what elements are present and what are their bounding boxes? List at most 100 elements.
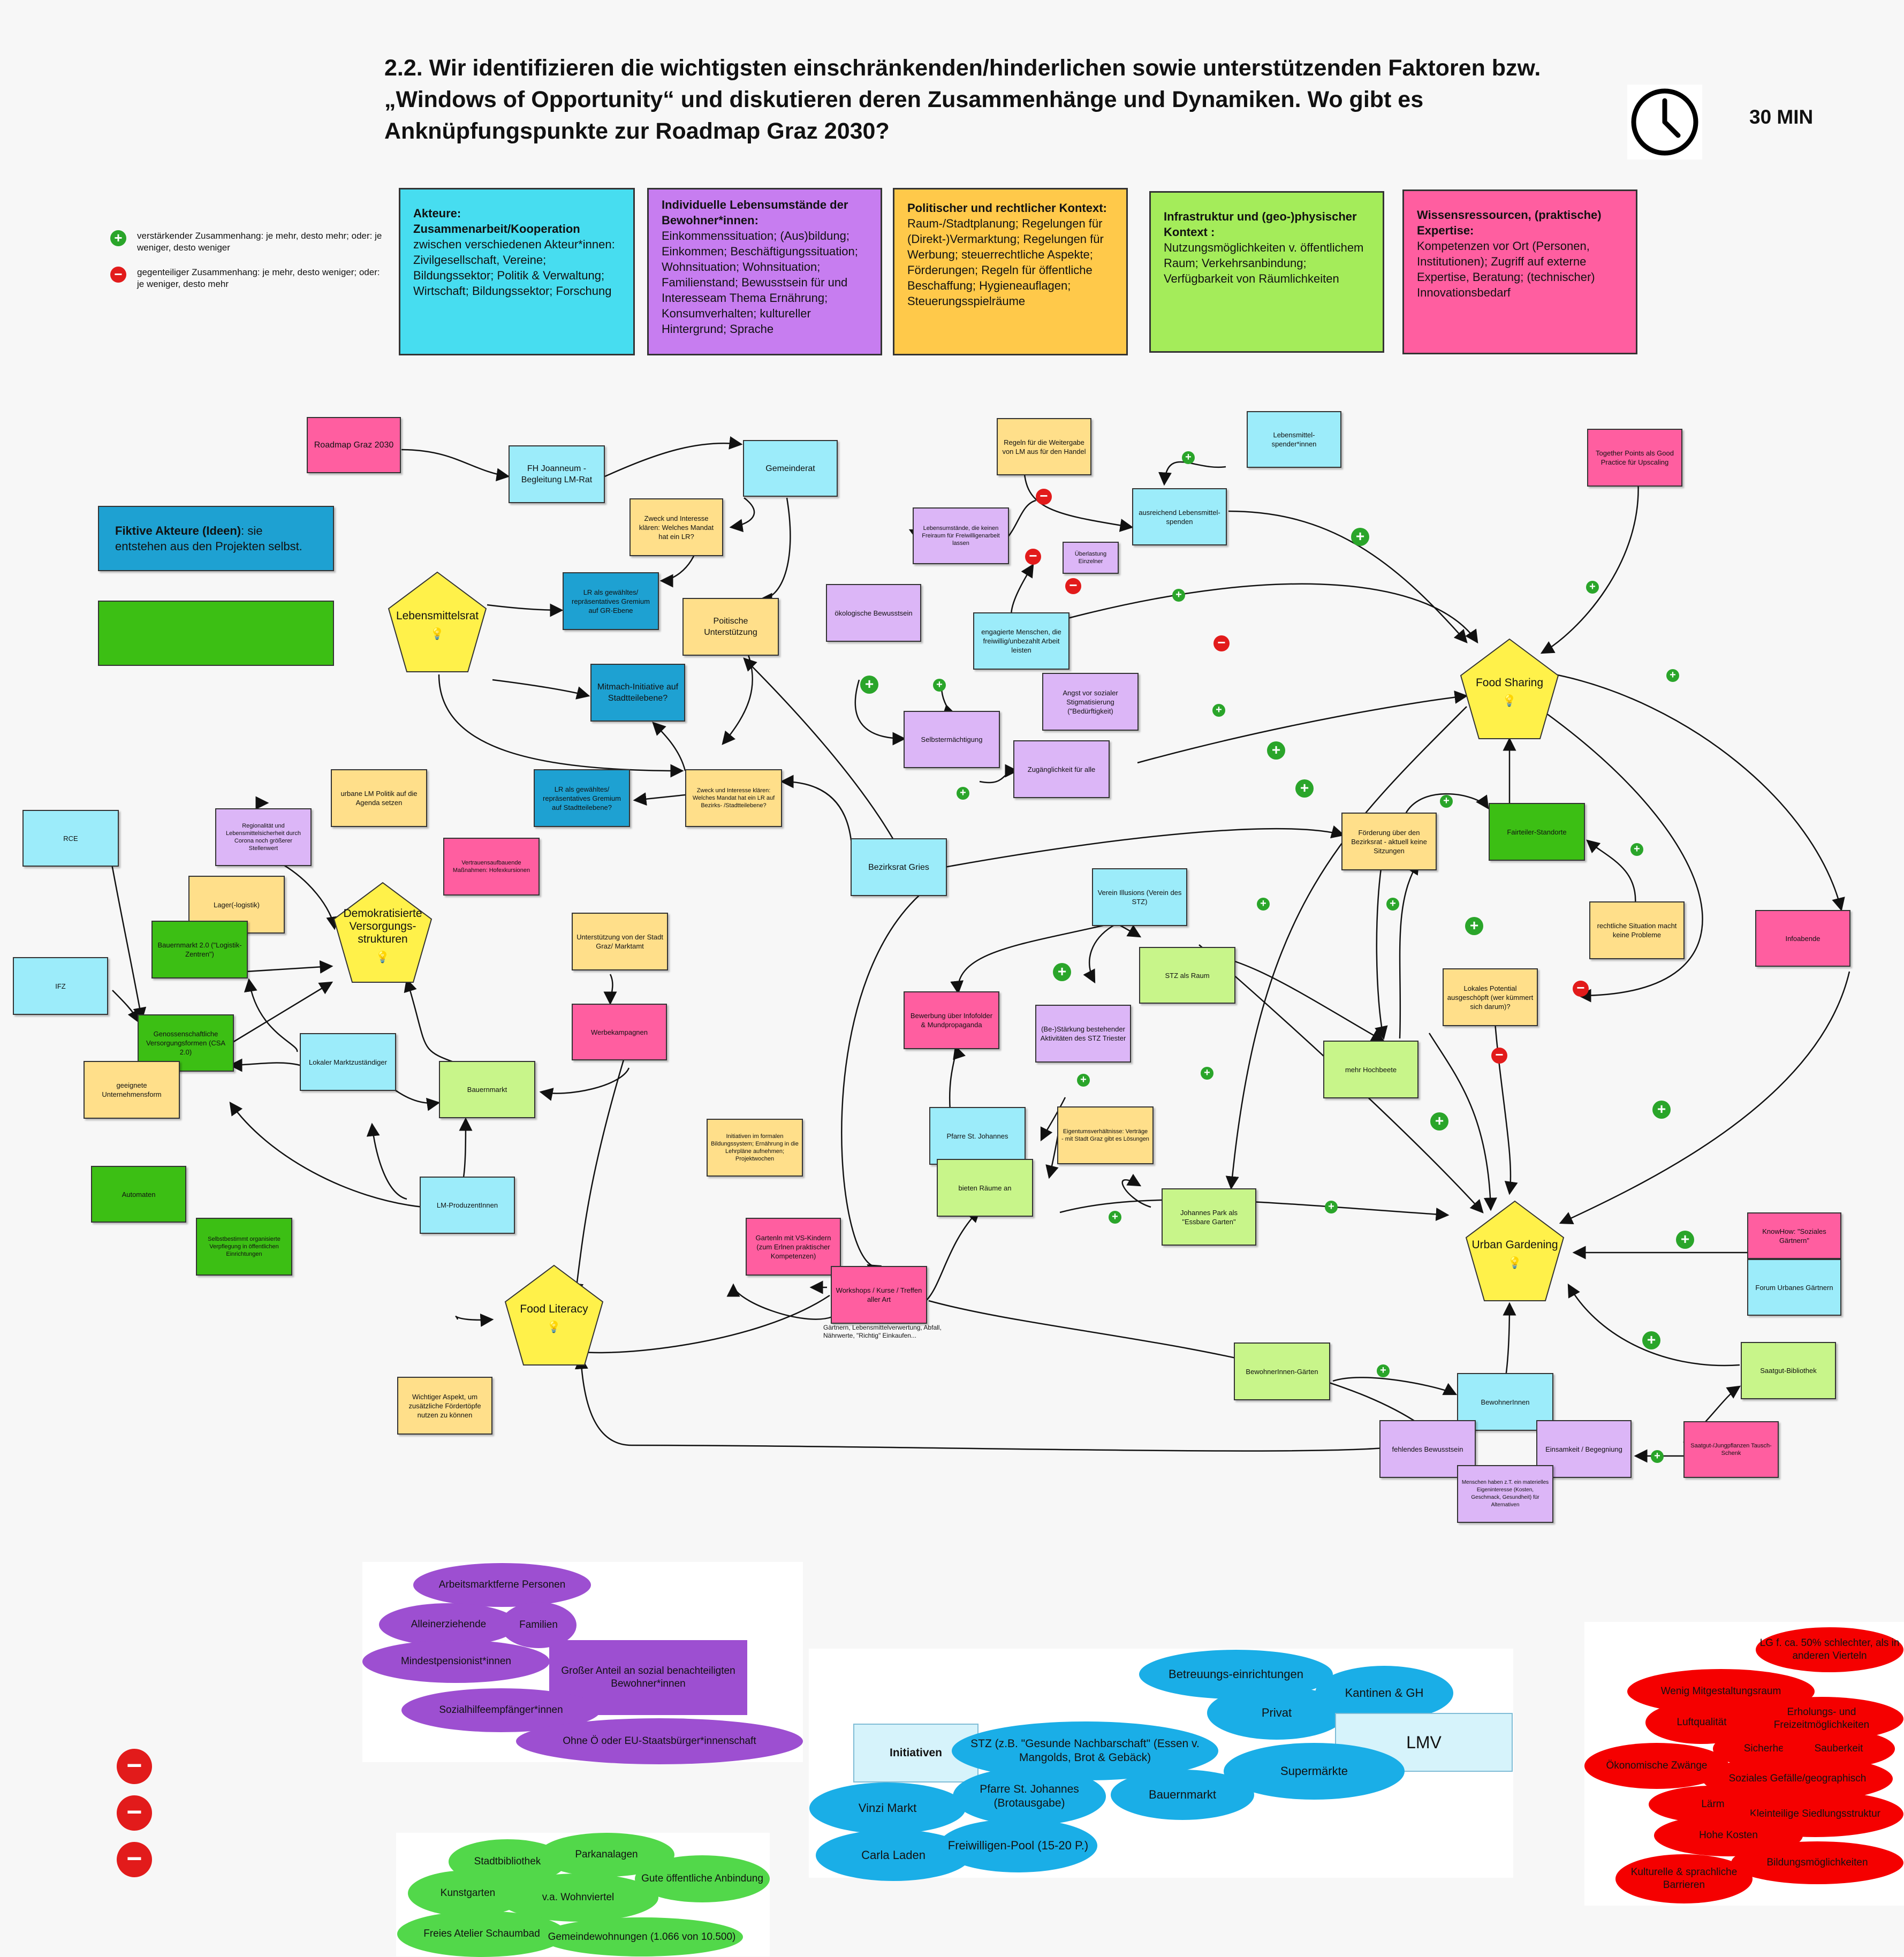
category-title: Wissensressourcen, (praktische) Expertis…	[1417, 208, 1602, 237]
node-workshops[interactable]: Workshops / Kurse / Treffen aller Art	[831, 1266, 927, 1324]
node-eigentumsverhaeltnisse[interactable]: Eigentumsverhältnisse: Verträge - mit St…	[1057, 1106, 1154, 1164]
legend-positive-text: verstärkender Zusammenhang: je mehr, des…	[137, 231, 382, 253]
plus-icon: +	[1430, 1112, 1448, 1131]
node-verein-illusions[interactable]: Verein Illusions (Verein des STZ)	[1092, 868, 1187, 926]
category-text: zwischen verschiedenen Akteur*innen: Ziv…	[413, 238, 615, 298]
node-angst-stigmatisierung[interactable]: Angst vor sozialer Stigmatisierung ("Bed…	[1042, 673, 1139, 731]
node-selbstbestimmt-verpflegung[interactable]: Selbstbestimmt organisierte Verpflegung …	[196, 1218, 292, 1276]
connector	[780, 775, 852, 841]
connector	[854, 679, 906, 746]
plus-icon: +	[1267, 741, 1285, 760]
node-johannes-park[interactable]: Johannes Park als "Essbare Garten"	[1162, 1188, 1256, 1246]
plus-icon: +	[933, 679, 946, 692]
node-knowhow[interactable]: KnowHow: "Soziales Gärtnern"	[1747, 1212, 1841, 1259]
node-mitmach-initiative[interactable]: Mitmach-Initiative auf Stadtteilebene?	[590, 664, 685, 722]
node-pfarre-st-johannes[interactable]: Pfarre St. Johannes	[929, 1107, 1026, 1165]
clock-icon	[1627, 85, 1702, 160]
node-lokales-potential[interactable]: Lokales Potential ausgeschöpft (wer kümm…	[1443, 968, 1538, 1026]
connector	[112, 990, 140, 1024]
node-forum-urbanes-gaertnern[interactable]: Forum Urbanes Gärtnern	[1747, 1259, 1841, 1316]
connector	[722, 650, 753, 745]
ellipse-ohne-staatsbuergerschaft: Ohne Ö oder EU-Staatsbürger*innenschaft	[516, 1718, 803, 1764]
node-zweck-mandat[interactable]: Zweck und Interesse klären: Welches Mand…	[629, 498, 723, 556]
node-zugaenglichkeit[interactable]: Zugänglichkeit für alle	[1013, 740, 1110, 798]
node-saatgut-bibliothek[interactable]: Saatgut-Bibliothek	[1741, 1342, 1836, 1399]
ellipse-lg-schlechter: LG f. ca. 50% schlechter, als in anderen…	[1756, 1627, 1903, 1672]
node-roadmap[interactable]: Roadmap Graz 2030	[307, 417, 401, 473]
node-ueberlastung[interactable]: Überlastung Einzelner	[1063, 542, 1119, 574]
minus-icon: −	[117, 1842, 152, 1877]
node-automaten[interactable]: Automaten	[91, 1166, 186, 1223]
minus-icon: −	[1036, 489, 1052, 505]
connector	[404, 978, 456, 1064]
connector	[1586, 839, 1636, 905]
hub-urban-gardening[interactable]: Urban Gardening 💡	[1464, 1199, 1566, 1303]
node-infoabende[interactable]: Infoabende	[1755, 910, 1850, 967]
node-genossenschaftlich[interactable]: Genossenschaftliche Versorgungsformen (C…	[138, 1014, 234, 1072]
minus-icon: −	[110, 267, 126, 283]
hub-demokratisierte[interactable]: Demokratisierte Versorgungs-strukturen💡	[332, 881, 434, 985]
node-saatgut-tausch[interactable]: Saatgut-/Jungpflanzen Tausch-Schenk	[1683, 1421, 1779, 1478]
ellipse-pfarre-brotausgabe: Pfarre St. Johannes (Brotausgabe)	[953, 1768, 1106, 1825]
connector	[944, 825, 1345, 868]
node-menschen-eigeninteresse[interactable]: Menschen haben z.T. ein materielles Eige…	[1457, 1465, 1553, 1523]
node-werbekampagnen[interactable]: Werbekampagnen	[572, 1004, 667, 1060]
hub-food-sharing[interactable]: Food Sharing💡	[1459, 637, 1560, 741]
node-rechtliche-situation[interactable]: rechtliche Situation macht keine Problem…	[1589, 901, 1685, 959]
node-lokaler-marktzustaendiger[interactable]: Lokaler Marktzuständiger	[300, 1033, 396, 1091]
plus-icon: +	[1465, 917, 1483, 935]
node-fh-joanneum[interactable]: FH Joanneum - Begleitung LM-Rat	[509, 445, 605, 503]
node-fairteiler-standorte[interactable]: Fairteiler-Standorte	[1489, 803, 1585, 861]
node-selbstermaechtigung[interactable]: Selbstermächtigung	[904, 711, 1000, 768]
connector	[928, 1300, 1441, 1441]
plus-icon: +	[1295, 779, 1314, 798]
node-lr-gremium-stadtteil[interactable]: LR als gewähltes/ repräsentatives Gremiu…	[534, 769, 630, 827]
ellipse-gemeindewohnungen: Gemeindewohnungen (1.066 von 10.500)	[541, 1917, 743, 1956]
node-rce[interactable]: RCE	[22, 810, 119, 867]
node-wichtiger-aspekt[interactable]: Wichtiger Aspekt, um zusätzliche Fördert…	[397, 1377, 492, 1435]
node-garteln-vs-kinder[interactable]: Gartenln mit VS-Kindern (zum Erlnen prak…	[746, 1218, 841, 1276]
hub-lebensmittelsrat[interactable]: Lebensmittelsrat💡	[386, 570, 488, 674]
node-lr-gremium-gr[interactable]: LR als gewähltes/ repräsentatives Gremiu…	[563, 572, 659, 630]
node-foerderung-bezirksrat[interactable]: Förderung über den Bezirksrat - aktuell …	[1341, 813, 1437, 870]
node-stz-raum[interactable]: STZ als Raum	[1139, 947, 1235, 1004]
node-lm-spender[interactable]: Lebensmittel-spender*innen	[1247, 411, 1341, 468]
node-politische-unterstuetzung[interactable]: Poitische Unterstützung	[682, 598, 779, 656]
node-vertrauensaufbau[interactable]: Vertrauensaufbauende Maßnahmen: Hofexkur…	[443, 838, 540, 896]
node-ausreichend-spenden[interactable]: ausreichend Lebensmittel-spenden	[1132, 488, 1227, 545]
node-urbane-lm-politik[interactable]: urbane LM Politik auf die Agenda setzen	[331, 769, 427, 827]
hub-label: Urban Gardening	[1471, 1238, 1558, 1251]
connector	[1375, 851, 1388, 1040]
node-zweck-stadtteil[interactable]: Zweck und Interesse klären: Welches Mand…	[685, 769, 782, 827]
connector	[230, 981, 333, 1045]
node-initiativen-formal[interactable]: Initiativen im formalen Bildungssystem; …	[707, 1119, 803, 1177]
node-oekologisches-bewusstsein[interactable]: ökologische Bewusstsein	[826, 584, 921, 642]
node-bewerbung-infofolder[interactable]: Bewerbung über Infofolder & Mundpropagan…	[904, 991, 999, 1049]
node-staerkung-stz[interactable]: (Be-)Stärkung bestehender Aktivitäten de…	[1035, 1005, 1131, 1063]
plus-icon: +	[1182, 451, 1195, 464]
connector	[1023, 460, 1134, 532]
lightbulb-icon: 💡	[1507, 1256, 1522, 1269]
connector	[1158, 461, 1226, 486]
connector	[487, 603, 564, 617]
node-ifz[interactable]: IFZ	[13, 957, 108, 1015]
node-engagierte-menschen[interactable]: engagierte Menschen, die freiwillig/unbe…	[973, 612, 1069, 670]
node-bauernmarkt-2[interactable]: Bauernmarkt 2.0 ("Logistik-Zentren")	[151, 921, 248, 978]
node-mehr-hochbeete[interactable]: mehr Hochbeete	[1323, 1041, 1418, 1098]
node-gemeinderat[interactable]: Gemeinderat	[743, 440, 838, 497]
connector	[1554, 673, 1845, 912]
node-bauernmarkt[interactable]: Bauernmarkt	[439, 1061, 535, 1118]
node-unterstuetzung-stadt[interactable]: Unterstützung von der Stadt Graz/ Markta…	[572, 913, 668, 970]
node-bieten-raeume[interactable]: bieten Räume an	[937, 1159, 1033, 1217]
connector	[758, 497, 791, 606]
node-together-points[interactable]: Together Points als Good Practice für Up…	[1587, 429, 1682, 487]
node-regeln-weitergabe[interactable]: Regeln für die Weitergabe von LM aus für…	[997, 418, 1091, 475]
node-lebensumstaende-freiraum[interactable]: Lebensumstände, die keinen Freiraum für …	[913, 507, 1009, 564]
hub-food-literacy[interactable]: Food Literacy💡	[503, 1263, 605, 1368]
node-bewohnerinnen-gaerten[interactable]: BewohnerInnen-Gärten	[1234, 1342, 1330, 1400]
node-lm-produzentinnen[interactable]: LM-ProduzentInnen	[420, 1177, 515, 1234]
hub-label: Food Sharing	[1475, 676, 1544, 689]
node-geeignete-unternehmensform[interactable]: geeignete Unternehmensform	[84, 1061, 180, 1119]
node-regionalitaet[interactable]: Regionalität und Lebensmittelsicherheit …	[215, 808, 312, 866]
node-bezirksrat-gries[interactable]: Bezirksrat Gries	[851, 838, 947, 896]
